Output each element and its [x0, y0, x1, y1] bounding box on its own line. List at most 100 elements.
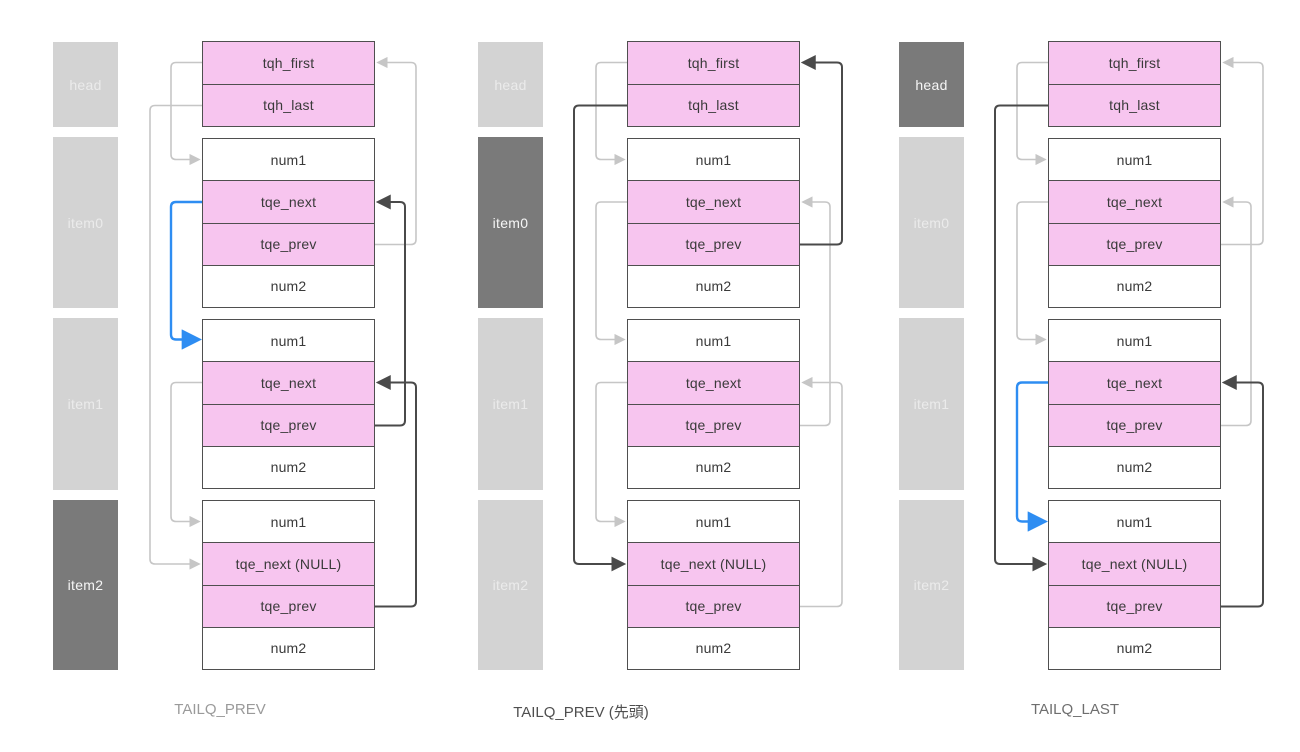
label-item2: item2: [899, 500, 964, 670]
field-num1: num1: [1049, 501, 1220, 543]
struct-item0: num1 tqe_next tqe_prev num2: [1048, 138, 1221, 308]
label-item1: item1: [53, 318, 118, 490]
field-tqe-prev: tqe_prev: [1049, 222, 1220, 265]
label-item0-text: item0: [492, 214, 529, 231]
arrow-c3-item0-tqe-next-to-item1: [1016, 201, 1048, 346]
label-head: head: [478, 42, 543, 127]
struct-head: tqh_first tqh_last: [1048, 41, 1221, 127]
field-tqe-prev: tqe_prev: [203, 403, 374, 446]
field-tqe-prev: tqe_prev: [628, 222, 799, 265]
arrow-c3-item1-tqe-prev-to-item0-tqe-next: [1221, 196, 1252, 427]
field-num1: num1: [203, 320, 374, 362]
label-head: head: [53, 42, 118, 127]
field-tqe-next: tqe_next: [1049, 180, 1220, 223]
column-tailq-prev: head item0 item1 item2 tqh_first tqh_las…: [53, 0, 375, 752]
column-tailq-prev-head: head item0 item1 item2 tqh_first tqh_las…: [478, 0, 800, 752]
field-tqe-next-null: tqe_next (NULL): [628, 542, 799, 585]
label-item1-text: item1: [67, 396, 104, 412]
label-item0-text: item0: [913, 214, 950, 231]
label-item0: item0: [899, 137, 964, 308]
field-tqh-last: tqh_last: [628, 83, 799, 126]
struct-item1: num1 tqe_next tqe_prev num2: [202, 319, 375, 489]
arrow-c2-tqh-first-to-item0: [595, 61, 627, 166]
field-num1: num1: [203, 501, 374, 543]
arrow-c2-item2-tqe-prev-to-item1-tqe-next: [800, 376, 843, 608]
struct-head: tqh_first tqh_last: [627, 41, 800, 127]
field-num2: num2: [203, 626, 374, 669]
label-item1: item1: [478, 318, 543, 490]
arrow-c1-tqh-last-to-item2-tqe-next: [149, 104, 202, 570]
arrow-c3-tqh-last-to-item2-tqe-next: [994, 104, 1048, 572]
field-tqe-prev: tqe_prev: [203, 222, 374, 265]
struct-item0: num1 tqe_next tqe_prev num2: [202, 138, 375, 308]
field-num2: num2: [1049, 445, 1220, 488]
arrow-c1-tqh-first-to-item0: [170, 61, 202, 166]
struct-item0: num1 tqe_next tqe_prev num2: [627, 138, 800, 308]
field-tqh-first: tqh_first: [203, 42, 374, 84]
label-head: head: [899, 42, 964, 127]
struct-item2: num1 tqe_next (NULL) tqe_prev num2: [627, 500, 800, 670]
field-tqe-next: tqe_next: [628, 180, 799, 223]
field-tqe-next: tqe_next: [203, 361, 374, 404]
field-tqh-last: tqh_last: [1049, 83, 1220, 126]
field-num2: num2: [203, 445, 374, 488]
label-head-text: head: [69, 76, 102, 93]
struct-item2: num1 tqe_next (NULL) tqe_prev num2: [1048, 500, 1221, 670]
label-item0-text: item0: [67, 214, 104, 231]
arrow-c2-item1-tqe-prev-to-item0-tqe-next: [800, 196, 831, 427]
field-tqe-next: tqe_next: [628, 361, 799, 404]
label-head-text: head: [494, 76, 527, 93]
arrow-c1-item2-tqe-prev-to-item1-tqe-next: [375, 375, 417, 608]
field-num2: num2: [1049, 626, 1220, 669]
label-item2: item2: [53, 500, 118, 670]
arrow-c2-item0-tqe-prev-to-tqh-first: [800, 55, 843, 246]
field-num2: num2: [628, 264, 799, 307]
field-tqe-next: tqe_next: [203, 180, 374, 223]
label-item0: item0: [53, 137, 118, 308]
arrow-c1-item0-tqe-prev-to-tqh-first: [375, 56, 417, 246]
field-tqe-prev: tqe_prev: [1049, 403, 1220, 446]
field-tqh-first: tqh_first: [628, 42, 799, 84]
field-tqe-prev: tqe_prev: [628, 403, 799, 446]
label-item2-text: item2: [913, 577, 950, 593]
arrow-c2-tqh-last-to-item2-tqe-next: [573, 104, 627, 572]
arrow-c3-item0-tqe-prev-to-tqh-first: [1221, 56, 1264, 246]
field-num2: num2: [1049, 264, 1220, 307]
arrow-c2-item1-tqe-next-to-item2: [595, 381, 627, 528]
caption-tailq-prev-head: TAILQ_PREV (先頭): [513, 704, 649, 721]
field-num1: num1: [203, 139, 374, 181]
arrow-c3-tqh-first-to-item0: [1016, 61, 1048, 166]
struct-item1: num1 tqe_next tqe_prev num2: [1048, 319, 1221, 489]
struct-head: tqh_first tqh_last: [202, 41, 375, 127]
field-tqe-next-null: tqe_next (NULL): [1049, 542, 1220, 585]
struct-item1: num1 tqe_next tqe_prev num2: [627, 319, 800, 489]
field-tqh-first: tqh_first: [1049, 42, 1220, 84]
field-tqh-last: tqh_last: [203, 83, 374, 126]
struct-item2: num1 tqe_next (NULL) tqe_prev num2: [202, 500, 375, 670]
label-item2: item2: [478, 500, 543, 670]
label-item0: item0: [478, 137, 543, 308]
label-item2-text: item2: [67, 577, 104, 593]
label-head-text: head: [915, 76, 948, 93]
label-item1-text: item1: [913, 396, 950, 412]
field-num2: num2: [203, 264, 374, 307]
field-num1: num1: [628, 320, 799, 362]
field-num2: num2: [628, 626, 799, 669]
caption-tailq-last: TAILQ_LAST: [1030, 701, 1120, 718]
field-tqe-prev: tqe_prev: [203, 584, 374, 627]
field-tqe-prev: tqe_prev: [1049, 584, 1220, 627]
arrow-c3-item2-tqe-prev-to-item1-tqe-next: [1221, 375, 1264, 608]
field-tqe-prev: tqe_prev: [628, 584, 799, 627]
arrow-c2-item0-tqe-next-to-item1: [595, 201, 627, 346]
field-num1: num1: [1049, 320, 1220, 362]
arrow-c3-item1-tqe-next-to-item2: [1015, 381, 1049, 532]
label-item2-text: item2: [492, 577, 529, 593]
arrow-c1-item1-tqe-prev-to-item0-tqe-next: [375, 194, 406, 427]
label-item1-text: item1: [492, 396, 529, 412]
field-num1: num1: [628, 501, 799, 543]
label-item1: item1: [899, 318, 964, 490]
column-tailq-last: head item0 item1 item2 tqh_first tqh_las…: [899, 0, 1221, 752]
field-num1: num1: [628, 139, 799, 181]
